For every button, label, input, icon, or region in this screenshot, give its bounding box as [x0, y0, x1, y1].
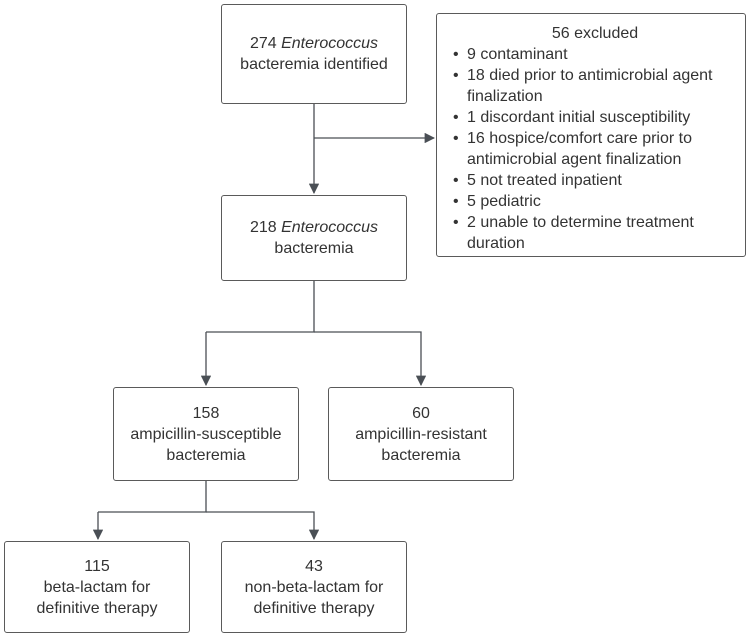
non-beta-lactam-line1: non-beta-lactam for	[244, 578, 384, 596]
beta-lactam-box: 115 beta-lactam for definitive therapy	[4, 541, 190, 633]
bacteremia-organism: Enterococcus	[281, 219, 379, 236]
resistant-line1: ampicillin-resistant	[355, 425, 487, 443]
beta-lactam-count: 115	[84, 557, 110, 575]
beta-lactam-line2: definitive therapy	[36, 599, 158, 617]
identified-label: bacteremia identified	[240, 56, 388, 73]
beta-lactam-line1: beta-lactam for	[43, 578, 151, 596]
bacteremia-218-box: 218 Enterococcus bacteremia	[221, 195, 407, 281]
identified-line1: 274 Enterococcus	[250, 33, 378, 54]
excluded-box: 56 excluded 9 contaminant 18 died prior …	[436, 13, 746, 257]
non-beta-lactam-line2: definitive therapy	[253, 599, 375, 617]
bacteremia-count: 218	[249, 219, 277, 236]
resistant-box: 60 ampicillin-resistant bacteremia	[328, 387, 514, 481]
split-218	[206, 281, 315, 333]
identified-count: 274	[249, 35, 277, 52]
bacteremia-label: bacteremia	[274, 240, 354, 257]
bacteremia-line1: 218 Enterococcus	[250, 217, 378, 238]
arrow-158-to-43	[206, 511, 320, 541]
susceptible-line1: ampicillin-susceptible	[130, 425, 282, 443]
identified-organism: Enterococcus	[281, 35, 379, 52]
non-beta-lactam-count: 43	[305, 557, 323, 575]
excluded-item: 18 died prior to antimicrobial agent fin…	[453, 65, 737, 107]
excluded-title: 56 excluded	[551, 25, 639, 42]
resistant-count: 60	[412, 404, 430, 422]
excluded-item: 5 pediatric	[453, 191, 737, 212]
susceptible-line2: bacteremia	[166, 446, 246, 464]
excluded-item: 16 hospice/comfort care prior to antimic…	[453, 128, 737, 170]
excluded-item: 1 discordant initial susceptibility	[453, 107, 737, 128]
non-beta-lactam-box: 43 non-beta-lactam for definitive therap…	[221, 541, 407, 633]
resistant-line2: bacteremia	[381, 446, 461, 464]
excluded-item: 5 not treated inpatient	[453, 170, 737, 191]
split-158	[98, 481, 207, 513]
susceptible-count: 158	[192, 404, 220, 422]
excluded-item: 9 contaminant	[453, 44, 737, 65]
identified-box: 274 Enterococcus bacteremia identified	[221, 4, 407, 104]
excluded-item: 2 unable to determine treatment duration	[453, 212, 737, 254]
susceptible-box: 158 ampicillin-susceptible bacteremia	[113, 387, 299, 481]
excluded-list: 9 contaminant 18 died prior to antimicro…	[453, 44, 737, 254]
arrow-218-to-60	[314, 331, 427, 387]
